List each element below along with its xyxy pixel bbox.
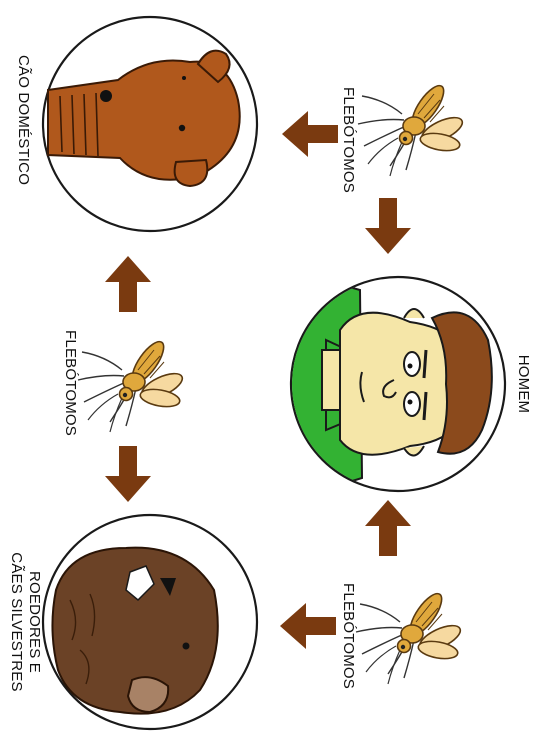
arrow-fly-top-to-human — [365, 198, 411, 254]
arrow-fly-bottom-to-rodent — [280, 603, 336, 649]
arrow-fly-top-to-dog — [282, 111, 338, 157]
vector-label-top: FLEBÓTOMOS — [340, 87, 357, 193]
sandfly-bottom-icon — [356, 589, 464, 684]
dog-node — [43, 17, 257, 231]
rodent-head-icon — [52, 548, 217, 714]
dog-label: CÃO DOMÉSTICO — [15, 55, 32, 185]
human-node — [290, 270, 505, 500]
arrow-fly-left-to-rodent — [105, 446, 151, 502]
vector-label-bottom: FLEBÓTOMOS — [340, 583, 357, 689]
vector-label-left: FLEBÓTOMOS — [62, 330, 79, 436]
rodent-node — [43, 515, 257, 729]
rodent-label-line2: CÃES SILVESTRES — [8, 552, 25, 691]
arrow-fly-left-to-dog — [105, 256, 151, 312]
arrow-fly-bottom-to-human — [365, 500, 411, 556]
rodent-label-line1: ROEDORES E — [26, 571, 43, 673]
sandfly-top-icon — [358, 81, 466, 176]
human-label: HOMEM — [515, 355, 532, 414]
sandfly-left-icon — [78, 337, 186, 432]
